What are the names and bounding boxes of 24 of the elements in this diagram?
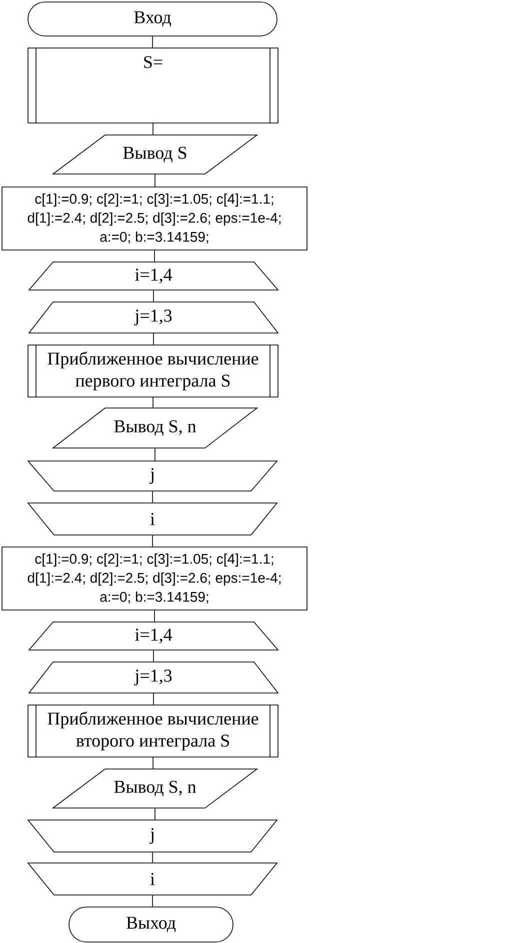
process-box: c[1]:=0.9; c[2]:=1; c[3]:=1.05; c[4]:=1.1; d[1]:=2.4; d[2]:=2.5; d[3]:=2.6; eps:=1e-4; a:=0; b:=3.14159;: [2, 186, 308, 250]
connector-line: [154, 174, 156, 187]
connector-line: [154, 250, 155, 262]
connector-line: [153, 650, 154, 662]
connector-line: [152, 123, 154, 135]
subroutine-box: S=: [28, 48, 278, 124]
terminal-box: Вход: [28, 2, 278, 36]
connector-line: [152, 36, 153, 48]
connector-line: [152, 852, 153, 863]
connector-line: [152, 757, 154, 769]
process-box: c[1]:=0.9; c[2]:=1; c[3]:=1.05; c[4]:=1.1; d[1]:=2.4; d[2]:=2.5; d[3]:=2.6; eps:=1e-4; a:=0; b:=3.14159;: [2, 546, 308, 610]
connector-line: [152, 491, 153, 503]
connector-line: [154, 808, 156, 820]
connector-line: [152, 535, 153, 547]
terminal-box: Выход: [68, 906, 234, 942]
connector-line: [154, 610, 155, 622]
connector-line: [153, 333, 154, 345]
connector-line: [152, 397, 154, 408]
connector-line: [154, 448, 156, 461]
connector-line: [153, 693, 154, 705]
connector-line: [152, 895, 153, 907]
subroutine-box: Приближенное вычисление первого интеграла S: [28, 344, 278, 398]
connector-line: [153, 290, 154, 302]
subroutine-box: Приближенное вычисление второго интеграла S: [28, 704, 278, 758]
